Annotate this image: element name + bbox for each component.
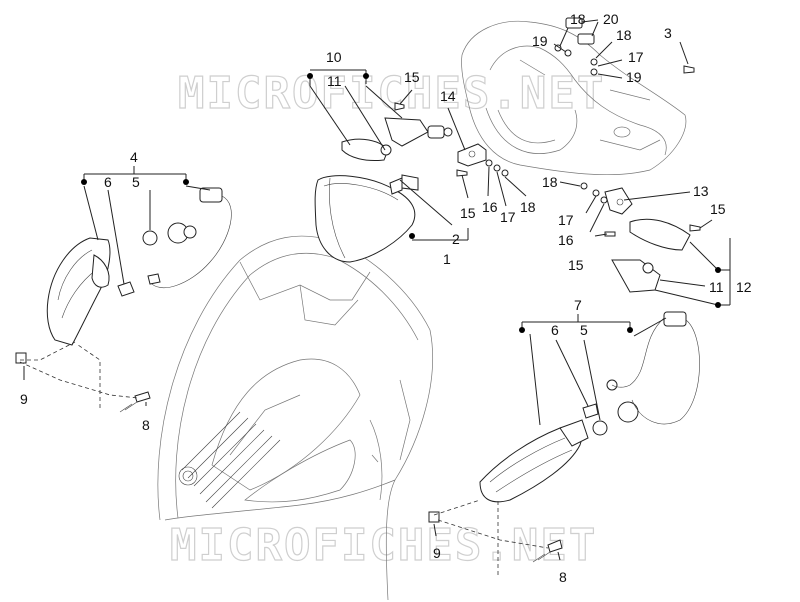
label-19-mid: 19 xyxy=(626,69,642,85)
label-17-top: 17 xyxy=(628,49,644,65)
label-17-right: 17 xyxy=(558,212,574,228)
label-11-left: 11 xyxy=(327,73,342,89)
label-1: 1 xyxy=(443,251,451,267)
label-15-right: 15 xyxy=(568,257,584,273)
bracket-part-13 xyxy=(604,187,633,215)
right-turn-signal xyxy=(428,311,700,563)
label-12: 12 xyxy=(736,279,752,295)
label-19-top: 19 xyxy=(532,33,548,49)
label-14: 14 xyxy=(440,88,456,104)
label-18-mid: 18 xyxy=(616,27,632,43)
front-shield xyxy=(157,235,433,601)
label-18-center: 18 xyxy=(520,199,536,215)
label-16-right: 16 xyxy=(558,232,574,248)
label-15-center: 15 xyxy=(460,205,476,221)
watermark-bottom: MICROFICHES.NET xyxy=(170,520,597,571)
label-20: 20 xyxy=(603,11,619,27)
label-11-right: 11 xyxy=(709,279,724,295)
left-turn-signal xyxy=(15,187,232,413)
label-2: 2 xyxy=(452,231,460,247)
label-10: 10 xyxy=(326,49,342,65)
label-8-left: 8 xyxy=(142,417,150,433)
label-5-left: 5 xyxy=(132,174,140,190)
label-18-right: 18 xyxy=(542,174,558,190)
label-6-left: 6 xyxy=(104,174,112,190)
label-16-center: 16 xyxy=(482,199,498,215)
label-6-right: 6 xyxy=(551,322,559,338)
label-3: 3 xyxy=(664,25,672,41)
label-13: 13 xyxy=(693,183,709,199)
bracket-part-14 xyxy=(457,143,487,167)
label-7: 7 xyxy=(574,297,582,313)
watermark-top: MICROFICHES.NET xyxy=(178,68,605,119)
part-labels: 10 11 15 14 15 16 17 18 2 1 3 18 20 19 1… xyxy=(20,11,752,585)
small-fasteners xyxy=(394,17,695,237)
label-5-right: 5 xyxy=(580,322,588,338)
label-9-right: 9 xyxy=(433,545,441,561)
label-8-right: 8 xyxy=(559,569,567,585)
handlebar-cover xyxy=(461,20,687,176)
label-9-left: 9 xyxy=(20,391,28,407)
label-18-top: 18 xyxy=(570,11,586,27)
label-15-top: 15 xyxy=(404,69,420,85)
right-small-lamp xyxy=(611,218,701,293)
reference-dots xyxy=(81,73,721,333)
label-4: 4 xyxy=(130,149,138,165)
label-17-center: 17 xyxy=(500,209,516,225)
label-15-far-right: 15 xyxy=(710,201,726,217)
